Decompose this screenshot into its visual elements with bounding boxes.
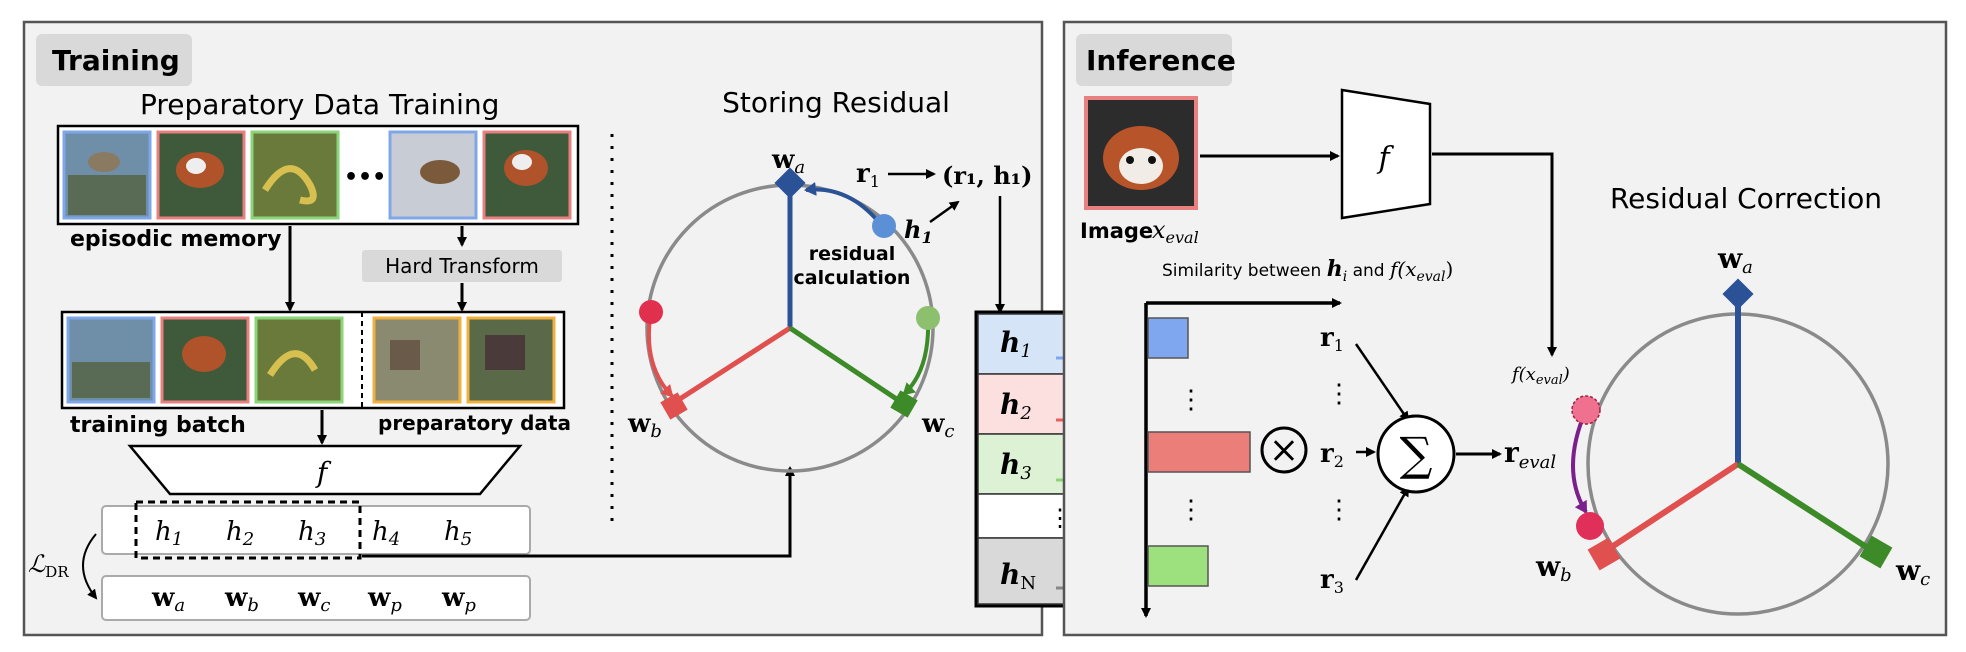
image-label: Image: [1080, 219, 1153, 243]
arrow-r1-to-sum: [1354, 343, 1410, 422]
encoder-f-training: [127, 444, 523, 496]
residual-calc-1: residual: [809, 243, 896, 265]
mem-hn: hN: [1000, 558, 1036, 594]
storing-wb-label: wb: [627, 409, 662, 442]
inf-vdots-2: ⋮: [1326, 495, 1352, 525]
wb-label: wb: [224, 583, 259, 616]
sim-bar-3: [1147, 545, 1209, 587]
feature-row: [101, 505, 531, 555]
inference-tag-label: Inference: [1086, 44, 1236, 77]
f-xeval-point: [1571, 395, 1601, 425]
h4-label: h4: [372, 517, 400, 550]
thumb-ram-2: [388, 130, 478, 220]
green-point: [916, 306, 940, 330]
storing-spoke-c: [788, 325, 906, 407]
inf-r2-label: r2: [1320, 439, 1344, 471]
arrow-h1-to-pair: [929, 200, 960, 224]
episodic-memory-label: episodic memory: [70, 227, 281, 252]
h1-label: h1: [155, 517, 183, 550]
sim-bar-2: [1147, 431, 1251, 473]
similarity-text: Similarity between hi and f(xeval): [1162, 256, 1453, 285]
sum-circle: [1376, 414, 1456, 494]
sim-vdots-1: ⋮: [1178, 385, 1204, 415]
sum-symbol: ∑: [1400, 427, 1433, 481]
wc-label: wc: [297, 583, 330, 616]
storing-wc-marker: [890, 390, 918, 418]
mem-h1: h1: [1000, 326, 1032, 362]
pair-label: (r₁, h₁): [942, 161, 1033, 190]
r-eval-label: reval: [1504, 436, 1556, 473]
training-tag: [36, 34, 192, 86]
loss-arrow: [82, 533, 98, 600]
correction-wb-marker: [1587, 537, 1621, 571]
red-point: [639, 300, 663, 324]
preparatory-data-label: preparatory data: [378, 411, 571, 435]
x-eval-label: xeval: [1152, 216, 1199, 247]
wp-label-1: wp: [367, 583, 402, 616]
correction-wc-marker: [1859, 535, 1893, 569]
hard-transform-box: [362, 250, 562, 282]
storing-spoke-b: [670, 325, 792, 407]
h2-label: h2: [226, 517, 254, 550]
feature-labels: h1 h2 h3 h4 h5: [155, 517, 472, 550]
prep-title: Preparatory Data Training: [140, 88, 499, 121]
correction-wb-label: wb: [1535, 550, 1572, 586]
correction-spoke-b: [1602, 461, 1740, 555]
wa-label: wa: [151, 583, 185, 616]
h1-point: [872, 214, 896, 238]
sim-bar-1: [1147, 317, 1189, 359]
wp-label-2: wp: [441, 583, 476, 616]
arrow-r3-to-sum: [1354, 486, 1410, 581]
loss-label: ℒDR: [28, 550, 69, 581]
storing-title: Storing Residual: [722, 86, 950, 119]
storing-wc-label: wc: [921, 409, 954, 442]
corrected-point: [1576, 512, 1604, 540]
arrow-h-to-storing: [362, 466, 795, 558]
weight-row: [101, 575, 531, 621]
h5-label: h5: [444, 517, 472, 550]
sim-vdots-2: ⋮: [1178, 495, 1204, 525]
mem-h3: h3: [1000, 448, 1032, 484]
storing-wb-marker: [660, 392, 688, 420]
correction-wa-label: wa: [1717, 242, 1753, 278]
inf-r3-label: r3: [1320, 565, 1344, 597]
storing-wa-label: wa: [771, 145, 805, 178]
inf-r1-label: r1: [1320, 323, 1344, 355]
correction-wa-marker: [1722, 278, 1754, 310]
training-batch-label: training batch: [70, 413, 246, 438]
thumb-snake: [250, 130, 340, 220]
storing-h1-label: h1: [904, 215, 933, 247]
storing-r1-label: r1: [856, 159, 880, 191]
h3-label: h3: [298, 517, 326, 550]
batch-thumb-snake: [254, 316, 344, 404]
correction-title: Residual Correction: [1610, 182, 1882, 215]
inference-tag: [1076, 34, 1232, 86]
correction-wc-label: wc: [1895, 554, 1930, 590]
ellipsis: •••: [344, 165, 386, 190]
f-xeval-label: f(xeval): [1510, 364, 1570, 388]
residual-calc-2: calculation: [794, 267, 911, 289]
times-symbol: ×: [1269, 430, 1299, 471]
feature-selection: [134, 500, 362, 560]
arrow-f-to-correction: [1432, 152, 1557, 357]
training-tag-label: Training: [52, 44, 180, 77]
times-circle: [1260, 426, 1308, 474]
hard-transform-label: Hard Transform: [385, 254, 539, 278]
correction-spoke-c: [1736, 461, 1876, 555]
inf-vdots-1: ⋮: [1326, 379, 1352, 409]
weight-labels: wa wb wc wp wp: [151, 583, 476, 616]
mem-h2: h2: [1000, 388, 1032, 424]
encoder-f-inference: [1340, 88, 1432, 220]
episodic-thumbnails: •••: [62, 130, 572, 220]
